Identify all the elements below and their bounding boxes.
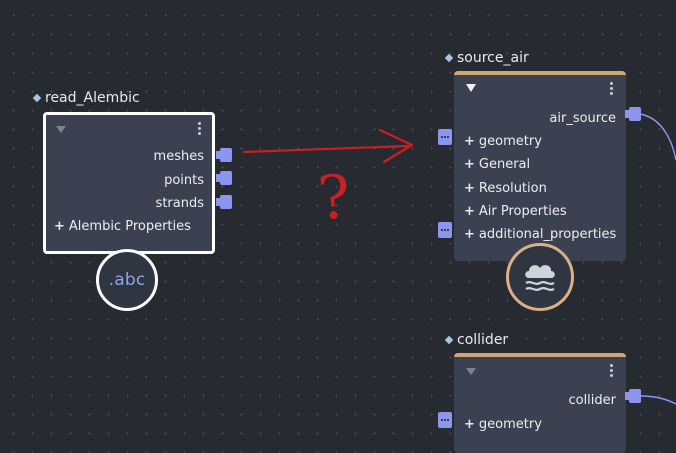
- cloud-wind-icon: [506, 243, 574, 311]
- group-general-label: General: [478, 157, 531, 172]
- output-collider-label: collider: [568, 393, 616, 408]
- expand-plus-icon: +: [54, 219, 65, 234]
- additional-properties-input-port[interactable]: [438, 222, 452, 238]
- node-menu-icon[interactable]: [198, 122, 201, 135]
- read-alembic-title-text: read_Alembic: [45, 90, 140, 106]
- expand-plus-icon: +: [464, 157, 475, 172]
- group-resolution-label: Resolution: [478, 181, 547, 196]
- alembic-properties-group[interactable]: +Alembic Properties: [54, 219, 191, 234]
- expand-plus-icon: +: [464, 204, 475, 219]
- node-diamond-icon: [444, 335, 454, 345]
- node-diamond-icon: [32, 93, 42, 103]
- group-resolution[interactable]: +Resolution: [464, 181, 547, 196]
- node-menu-icon[interactable]: [610, 364, 613, 377]
- air-source-connection: [639, 113, 676, 161]
- expand-plus-icon: +: [464, 134, 475, 149]
- source-air-title-text: source_air: [457, 50, 529, 66]
- group-general[interactable]: +General: [464, 157, 530, 172]
- output-strands-label: strands: [155, 196, 204, 211]
- group-air-properties-label: Air Properties: [478, 204, 567, 219]
- question-mark-annotation: ?: [315, 161, 353, 235]
- collapse-arrow-icon[interactable]: [466, 84, 476, 92]
- collider-title-text: collider: [457, 332, 509, 348]
- read-alembic-node[interactable]: meshes points strands +Alembic Propertie…: [43, 112, 215, 254]
- strands-output-port[interactable]: [216, 195, 232, 209]
- alembic-properties-label: Alembic Properties: [68, 219, 191, 234]
- collapse-arrow-icon[interactable]: [466, 368, 476, 375]
- output-air-source-label: air_source: [549, 111, 616, 126]
- group-additional-properties-label: additional_properties: [478, 227, 617, 242]
- expand-plus-icon: +: [464, 181, 475, 196]
- geometry-input-port[interactable]: [438, 412, 452, 428]
- collider-title[interactable]: collider: [444, 332, 509, 348]
- node-menu-icon[interactable]: [610, 82, 613, 95]
- red-arrow-head: [378, 128, 414, 164]
- cloud-glyph: [525, 265, 555, 291]
- air-source-output-port[interactable]: [625, 107, 641, 121]
- collider-node[interactable]: collider +geometry: [454, 353, 626, 453]
- group-additional-properties[interactable]: +additional_properties: [464, 227, 616, 242]
- group-geometry[interactable]: +geometry: [464, 134, 542, 149]
- collapse-arrow-icon[interactable]: [56, 126, 66, 133]
- group-geometry[interactable]: +geometry: [464, 417, 542, 432]
- group-geometry-label: geometry: [478, 134, 542, 149]
- source-air-node[interactable]: air_source +geometry +General +Resolutio…: [454, 71, 626, 261]
- output-points-label: points: [164, 173, 204, 188]
- expand-plus-icon: +: [464, 227, 475, 242]
- source-air-title[interactable]: source_air: [444, 50, 529, 66]
- geometry-input-port[interactable]: [438, 129, 452, 145]
- output-meshes-label: meshes: [153, 149, 204, 164]
- read-alembic-title[interactable]: read_Alembic: [32, 90, 140, 106]
- meshes-output-port[interactable]: [216, 148, 232, 162]
- red-arrow-shaft: [242, 144, 410, 154]
- group-air-properties[interactable]: +Air Properties: [464, 204, 567, 219]
- group-geometry-label: geometry: [478, 417, 542, 432]
- abc-badge-text: .abc: [108, 270, 146, 290]
- expand-plus-icon: +: [464, 417, 475, 432]
- collider-output-port[interactable]: [625, 389, 641, 403]
- points-output-port[interactable]: [216, 171, 232, 185]
- node-diamond-icon: [444, 53, 454, 63]
- abc-file-icon: .abc: [96, 249, 158, 311]
- collider-connection: [639, 395, 676, 405]
